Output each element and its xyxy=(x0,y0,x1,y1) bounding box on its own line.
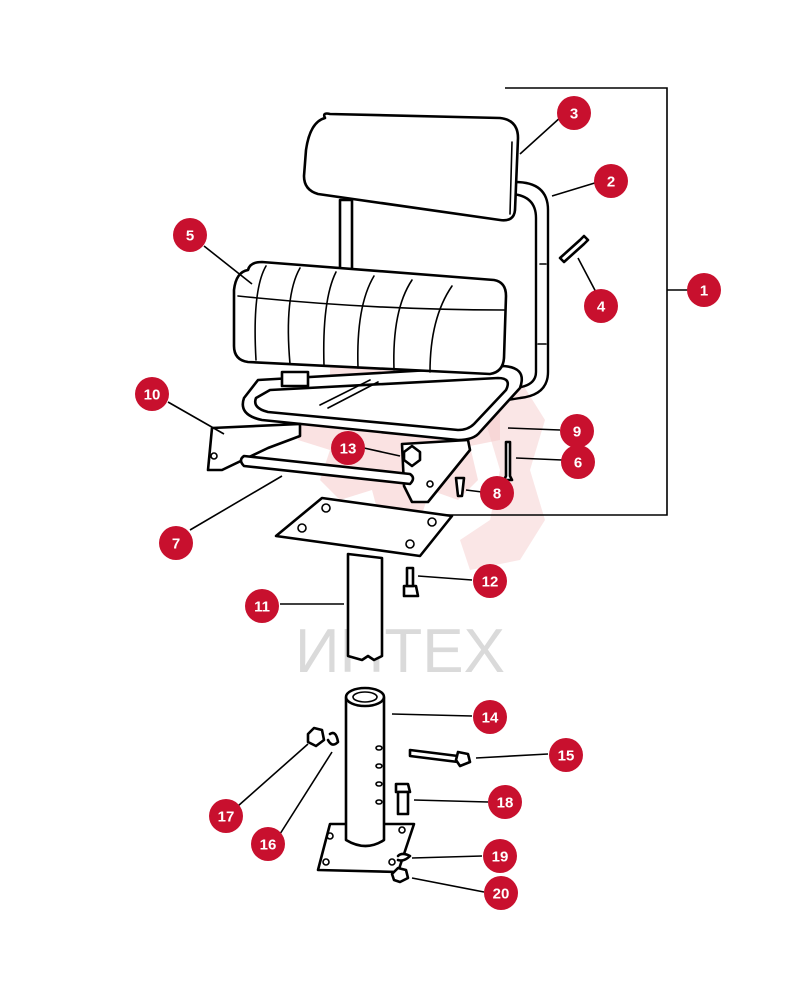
callout-marker xyxy=(483,839,517,873)
base-sleeve-assembly xyxy=(306,686,472,884)
callout-label: 14 xyxy=(482,710,499,727)
callout-label: 13 xyxy=(340,441,357,458)
assembly-bracket xyxy=(398,87,688,516)
frame-tube-inner xyxy=(510,192,538,390)
callout-marker xyxy=(561,445,595,479)
callout-marker xyxy=(251,827,285,861)
bolt-15-head xyxy=(454,750,472,768)
callout-marker xyxy=(557,96,591,130)
callout-4: 4 xyxy=(584,289,618,323)
nut-20 xyxy=(390,866,410,884)
callout-label: 7 xyxy=(172,536,180,553)
seat-post xyxy=(346,552,384,662)
callout-label: 17 xyxy=(218,809,235,826)
callout-marker xyxy=(473,564,507,598)
callout-label: 8 xyxy=(493,486,501,503)
pin-4 xyxy=(558,234,590,264)
callout-label: 11 xyxy=(254,599,270,616)
callout-10: 10 xyxy=(135,377,169,411)
callout-8: 8 xyxy=(480,476,514,510)
callout-marker xyxy=(245,589,279,623)
bolt-12-head xyxy=(402,584,420,598)
backrest-cushion xyxy=(302,112,520,222)
callout-label: 2 xyxy=(607,174,615,191)
callout-label: 16 xyxy=(260,837,277,854)
pin-6 xyxy=(502,440,514,482)
back-support-tube-left xyxy=(338,198,354,280)
slide-rod xyxy=(239,454,415,486)
leader-lines xyxy=(167,115,599,893)
callout-label: 4 xyxy=(597,299,606,316)
bolt-18-shank xyxy=(396,790,410,816)
callout-18: 18 xyxy=(488,785,522,819)
bolt-15 xyxy=(408,748,460,764)
callout-label: 15 xyxy=(558,748,575,765)
callout-label: 19 xyxy=(492,849,509,866)
callout-marker xyxy=(584,289,618,323)
callout-marker xyxy=(473,700,507,734)
frame-clip xyxy=(280,370,310,388)
callout-marker xyxy=(488,785,522,819)
callout-5: 5 xyxy=(173,218,207,252)
callout-marker xyxy=(549,738,583,772)
callout-7: 7 xyxy=(159,526,193,560)
callout-marker xyxy=(159,526,193,560)
callout-12: 12 xyxy=(473,564,507,598)
callout-label: 9 xyxy=(573,424,581,441)
nut-13 xyxy=(402,444,422,468)
seat-frame-inner xyxy=(253,376,510,432)
callout-label: 18 xyxy=(497,795,514,812)
callout-16: 16 xyxy=(251,827,285,861)
callout-label: 3 xyxy=(570,106,578,123)
bolt-18-head xyxy=(394,782,412,794)
bolt-12-shank xyxy=(405,566,415,588)
callout-marker xyxy=(484,876,518,910)
washer-19 xyxy=(396,852,412,862)
seat-upper-assembly xyxy=(206,112,590,504)
callout-17: 17 xyxy=(209,799,243,833)
callout-marker xyxy=(687,273,721,307)
callout-label: 5 xyxy=(186,228,194,245)
callout-15: 15 xyxy=(549,738,583,772)
callout-marker xyxy=(135,377,169,411)
callout-11: 11 xyxy=(245,589,279,623)
callout-20: 20 xyxy=(484,876,518,910)
callout-label: 12 xyxy=(482,574,499,591)
callout-label: 10 xyxy=(144,387,161,404)
callout-marker xyxy=(173,218,207,252)
slide-rail-left xyxy=(206,422,302,472)
callout-13: 13 xyxy=(331,431,365,465)
mounting-plate xyxy=(274,496,454,558)
callout-3: 3 xyxy=(557,96,591,130)
callout-marker xyxy=(331,431,365,465)
callout-marker xyxy=(209,799,243,833)
callout-marker xyxy=(560,414,594,448)
sleeve-tube-top xyxy=(344,686,386,708)
callout-6: 6 xyxy=(561,445,595,479)
seat-cushion xyxy=(232,260,508,376)
callout-9: 9 xyxy=(560,414,594,448)
frame-tube xyxy=(506,180,550,402)
sleeve-tube xyxy=(344,696,386,848)
callout-label: 6 xyxy=(574,455,582,472)
callout-2: 2 xyxy=(594,164,628,198)
nut-17 xyxy=(306,726,326,748)
callout-14: 14 xyxy=(473,700,507,734)
callout-1: 1 xyxy=(687,273,721,307)
callout-marker xyxy=(480,476,514,510)
callout-label: 20 xyxy=(493,886,510,903)
callout-marker xyxy=(594,164,628,198)
screw-8 xyxy=(454,476,466,498)
washer-16 xyxy=(326,731,340,746)
callout-19: 19 xyxy=(483,839,517,873)
watermark-text: ИНТЕХ xyxy=(295,617,505,686)
callout-label: 1 xyxy=(700,283,708,300)
seat-post-assembly xyxy=(274,496,454,662)
